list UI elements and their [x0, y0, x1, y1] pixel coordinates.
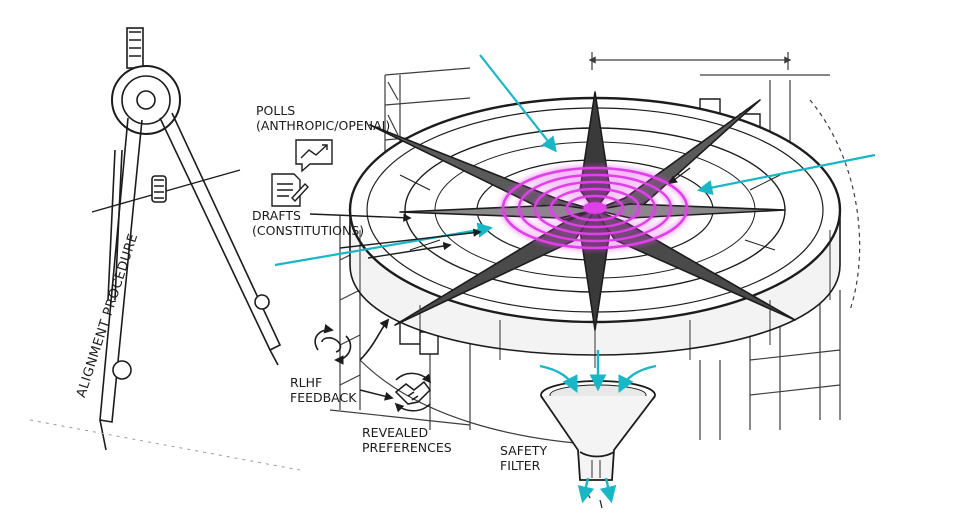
label-revealed-line1: REVEALED — [362, 425, 429, 440]
target-rings — [501, 166, 689, 250]
scaffolding — [329, 52, 861, 449]
label-drafts-line2: (CONSTITUTIONS) — [252, 223, 365, 238]
chart-bubble-icon — [295, 139, 333, 173]
compass-star — [369, 91, 796, 331]
feedback-cycle-icon — [314, 318, 390, 365]
label-rlhf: RLHF FEEDBACK — [290, 375, 356, 405]
label-safety: SAFETY FILTER — [500, 443, 547, 473]
label-safety-line1: SAFETY — [500, 443, 548, 458]
label-revealed-line2: PREFERENCES — [362, 440, 452, 455]
handshake-icon — [359, 372, 432, 413]
label-polls-line2: (ANTHROPIC/OPENAI) — [256, 118, 391, 133]
label-rlhf-line2: FEEDBACK — [290, 390, 357, 405]
ink-arrows — [309, 167, 691, 259]
divider-instrument — [29, 27, 301, 471]
label-drafts-line1: DRAFTS — [252, 208, 301, 223]
input-arrows — [274, 54, 876, 267]
funnel-icon — [540, 380, 656, 509]
document-icon — [271, 173, 309, 207]
funnel-arrows — [539, 350, 657, 504]
label-rlhf-line1: RLHF — [290, 375, 323, 390]
label-safety-line2: FILTER — [500, 458, 541, 473]
label-polls-line1: POLLS — [256, 103, 296, 118]
label-revealed: REVEALED PREFERENCES — [362, 425, 452, 455]
label-drafts: DRAFTS (CONSTITUTIONS) — [252, 208, 364, 238]
label-polls: POLLS (ANTHROPIC/OPENAI) — [256, 103, 390, 133]
